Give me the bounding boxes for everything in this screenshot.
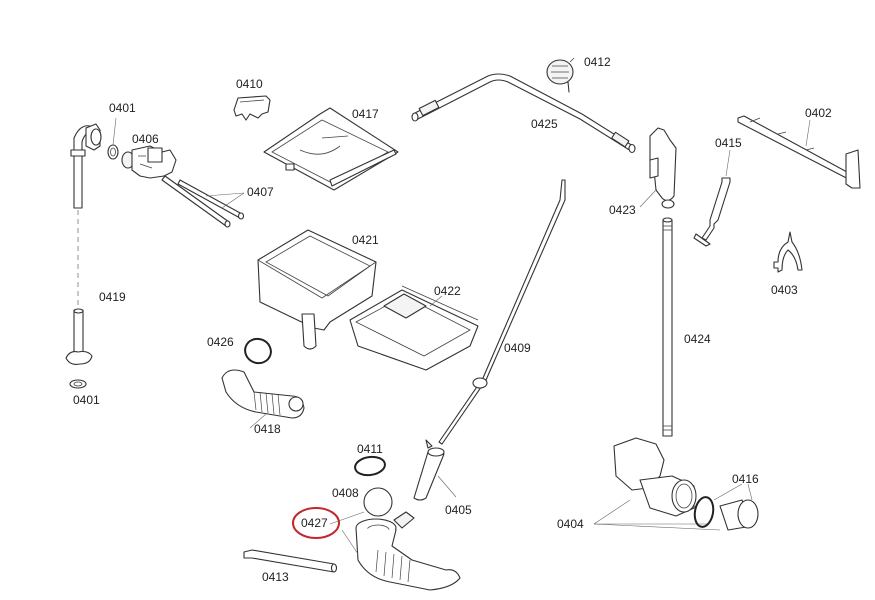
label-0427[interactable]: 0427 xyxy=(301,516,328,530)
label-0401-bottom: 0401 xyxy=(73,393,100,407)
part-0409-rod[interactable] xyxy=(438,179,566,445)
label-0405: 0405 xyxy=(445,503,472,517)
part-0421-drawer[interactable] xyxy=(257,229,377,350)
label-0406: 0406 xyxy=(132,132,159,146)
part-0410-clip[interactable] xyxy=(233,95,271,121)
part-0413-hose[interactable] xyxy=(243,549,338,573)
part-0418-hose[interactable] xyxy=(221,369,305,419)
label-0404: 0404 xyxy=(557,517,584,531)
label-0418: 0418 xyxy=(254,422,281,436)
label-0407: 0407 xyxy=(247,185,274,199)
label-0419: 0419 xyxy=(99,290,126,304)
label-0415: 0415 xyxy=(715,136,742,150)
part-0415-rod[interactable] xyxy=(693,177,731,247)
part-0401-washer-top[interactable] xyxy=(107,144,119,160)
part-0419-inlet-pipe[interactable] xyxy=(65,123,102,389)
label-0411: 0411 xyxy=(357,442,383,456)
label-0402: 0402 xyxy=(805,106,832,120)
label-0409: 0409 xyxy=(504,341,531,355)
part-0412-pressure-switch[interactable] xyxy=(546,57,575,93)
label-0408: 0408 xyxy=(332,486,359,500)
label-0422: 0422 xyxy=(434,284,461,298)
part-0411-ring[interactable] xyxy=(354,455,386,477)
part-0422-drawer-insert[interactable] xyxy=(349,285,479,371)
highlight-circle-0427 xyxy=(292,507,340,539)
label-0417: 0417 xyxy=(352,107,379,121)
part-0427-sump[interactable] xyxy=(355,511,461,591)
label-0425: 0425 xyxy=(531,117,558,131)
label-0423: 0423 xyxy=(609,203,636,217)
label-0412: 0412 xyxy=(584,55,611,69)
part-0407-hoses[interactable] xyxy=(161,175,245,228)
part-0417-dispenser-frame[interactable] xyxy=(263,107,399,191)
part-0405-sensor[interactable] xyxy=(413,439,445,501)
label-0403: 0403 xyxy=(771,283,798,297)
part-0403-fork[interactable] xyxy=(773,231,803,273)
label-0424: 0424 xyxy=(684,332,711,346)
part-0424-tube[interactable] xyxy=(662,217,673,437)
label-0421: 0421 xyxy=(352,233,379,247)
label-0416: 0416 xyxy=(732,472,759,486)
label-0410: 0410 xyxy=(236,77,263,91)
part-0408-ball[interactable] xyxy=(363,487,393,517)
label-0426: 0426 xyxy=(207,335,234,349)
part-0404-pump[interactable] xyxy=(613,437,697,517)
label-0413: 0413 xyxy=(262,570,289,584)
part-0406-valve[interactable] xyxy=(121,145,177,179)
part-0425-hose[interactable] xyxy=(411,73,636,154)
part-0426-ring[interactable] xyxy=(242,335,275,366)
part-0423-air-trap[interactable] xyxy=(649,127,677,209)
label-0401-top: 0401 xyxy=(109,101,136,115)
part-0416-filter[interactable] xyxy=(693,496,759,531)
part-0402-bracket[interactable] xyxy=(737,115,861,189)
